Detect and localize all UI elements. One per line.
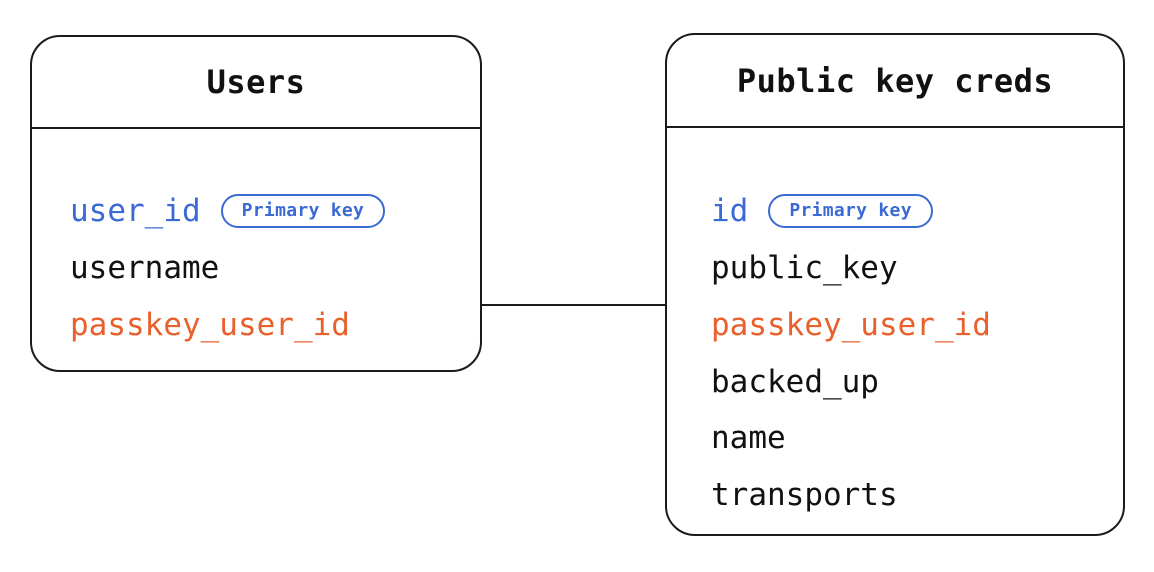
field-name-backed-up: backed_up bbox=[711, 364, 879, 400]
relationship-connector-users-public-key-creds bbox=[481, 304, 671, 306]
field-name-id: id bbox=[711, 193, 749, 229]
entity-users-title: Users bbox=[206, 63, 306, 101]
field-name-public-key: public_key bbox=[711, 250, 898, 286]
field-row-user-id[interactable]: user_id Primary key bbox=[70, 193, 386, 229]
entity-users[interactable]: Users user_id Primary key username passk… bbox=[30, 35, 482, 372]
primary-key-badge-label: Primary key bbox=[241, 200, 365, 221]
primary-key-badge: Primary key bbox=[220, 194, 386, 228]
entity-public-key-creds-title: Public key creds bbox=[736, 61, 1054, 100]
field-row-transports[interactable]: transports bbox=[711, 477, 898, 513]
field-name-passkey-user-id: passkey_user_id bbox=[70, 307, 350, 343]
field-row-name[interactable]: name bbox=[711, 420, 786, 456]
primary-key-badge: Primary key bbox=[768, 194, 933, 228]
field-row-public-key[interactable]: public_key bbox=[711, 250, 898, 286]
field-row-backed-up[interactable]: backed_up bbox=[711, 364, 879, 400]
entity-public-key-creds[interactable]: Public key creds id Primary key public_k… bbox=[665, 33, 1125, 536]
field-name-username: username bbox=[70, 250, 220, 286]
entity-public-key-creds-header: Public key creds bbox=[667, 35, 1123, 128]
field-name-name: name bbox=[711, 420, 786, 456]
primary-key-badge-label: Primary key bbox=[789, 200, 912, 221]
entity-users-header: Users bbox=[32, 37, 480, 129]
field-row-passkey-user-id[interactable]: passkey_user_id bbox=[711, 307, 991, 343]
field-name-passkey-user-id: passkey_user_id bbox=[711, 307, 991, 343]
field-row-id[interactable]: id Primary key bbox=[711, 193, 933, 229]
field-row-username[interactable]: username bbox=[70, 250, 219, 286]
field-name-user-id: user_id bbox=[70, 193, 201, 229]
field-name-transports: transports bbox=[711, 477, 898, 513]
field-row-passkey-user-id[interactable]: passkey_user_id bbox=[70, 307, 350, 343]
